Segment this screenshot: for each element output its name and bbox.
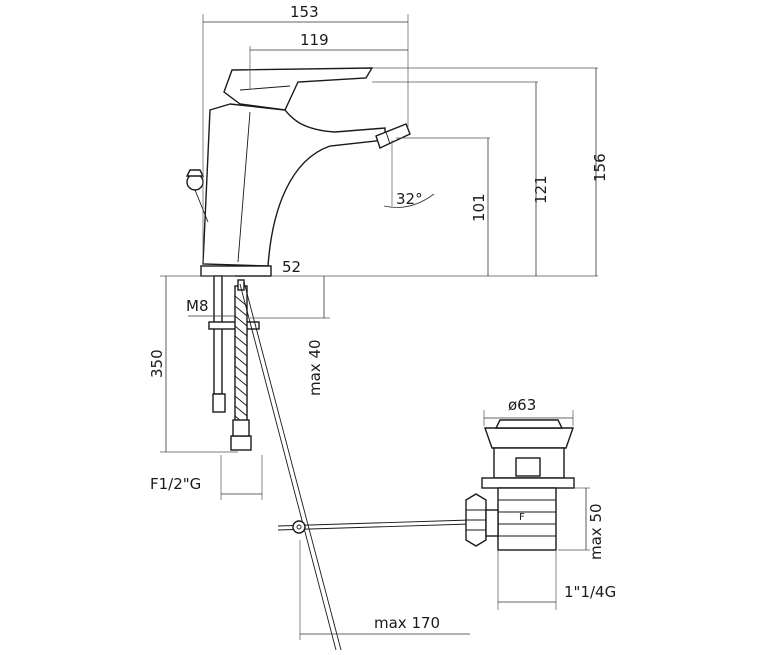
dim-spray-angle: 32° — [396, 190, 423, 208]
pull-rod-drawing — [239, 281, 471, 651]
dim-spout-reach: 119 — [300, 31, 329, 49]
extension-lines — [160, 14, 598, 640]
dim-waste-diameter: ø63 — [508, 396, 536, 414]
dim-overall-height: 156 — [591, 153, 609, 182]
flexible-hose-drawing — [208, 275, 260, 451]
dim-overall-width: 153 — [290, 3, 319, 21]
dim-waste-max: max 50 — [587, 503, 605, 560]
svg-text:F: F — [519, 512, 525, 523]
pop-up-waste-drawing: F — [465, 419, 575, 551]
dimension-lines — [165, 21, 597, 635]
dim-rod-max: max 170 — [374, 614, 440, 632]
dim-spout-height: 121 — [532, 175, 550, 204]
dimension-labels: 153 119 156 121 101 52 32° M8 350 max 40… — [148, 3, 616, 632]
dim-inlet-thread: F1/2"G — [150, 475, 201, 493]
dim-max-deck: max 40 — [306, 339, 324, 396]
faucet-drawing — [185, 67, 411, 277]
dim-base-diameter: 52 — [282, 258, 301, 276]
dim-hose-length: 350 — [148, 349, 166, 378]
dim-outlet-height: 101 — [470, 193, 488, 222]
dim-waste-thread: 1"1/4G — [564, 583, 616, 601]
dim-fixing-thread: M8 — [186, 297, 209, 315]
